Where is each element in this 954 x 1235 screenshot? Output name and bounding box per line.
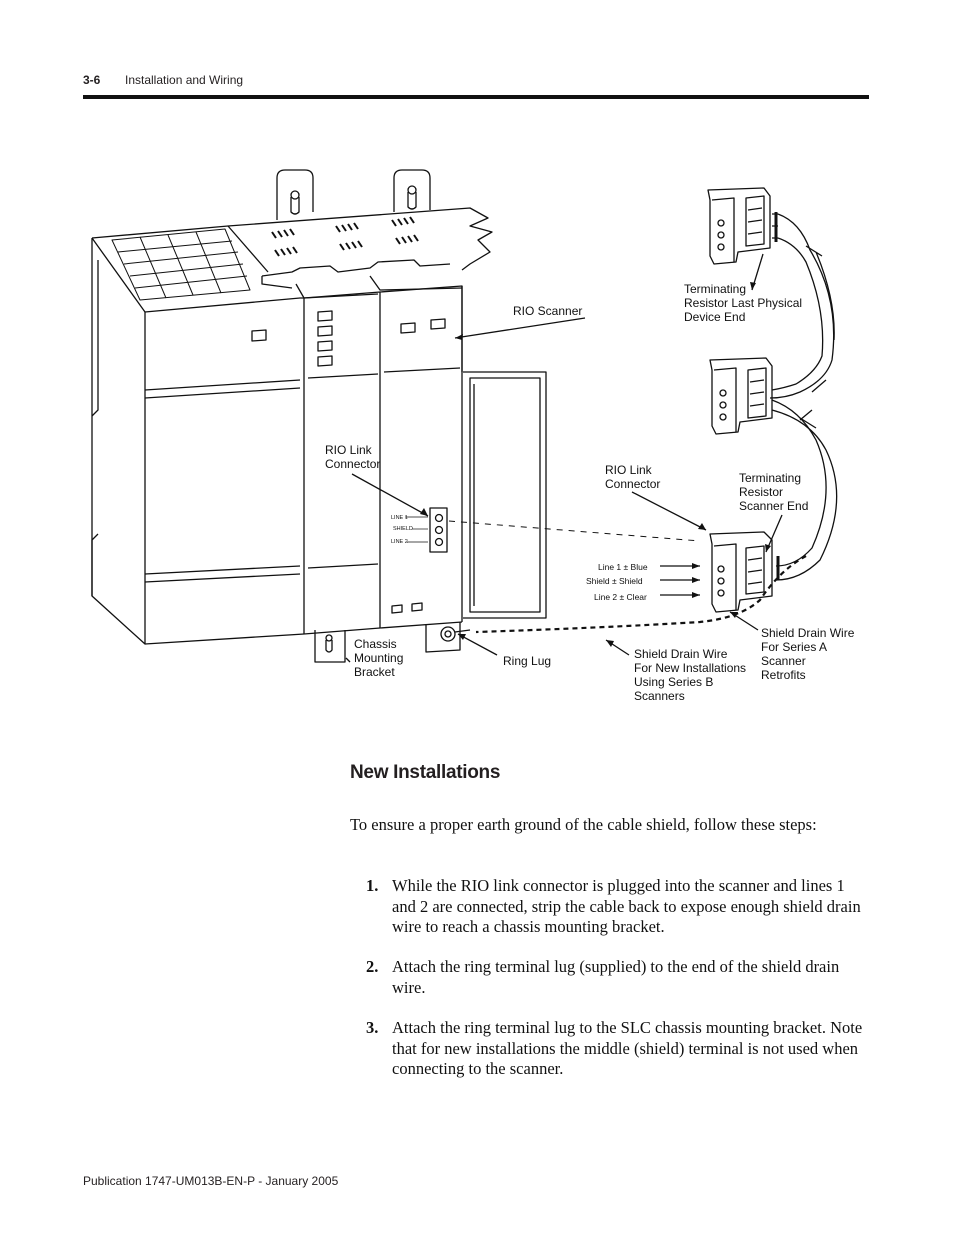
step-text: While the RIO link connector is plugged … <box>392 876 861 936</box>
label-shield: Shield ± Shield <box>586 576 643 586</box>
label-term-scanner-1: Terminating <box>739 471 801 485</box>
footer-publication: Publication 1747-UM013B-EN-P - January 2… <box>83 1174 339 1188</box>
panel-shield: SHIELD <box>393 526 413 532</box>
label-line2-clear: Line 2 ± Clear <box>594 592 647 602</box>
label-drain-a-1: Shield Drain Wire <box>761 626 855 640</box>
page-number: 3-6 <box>83 73 101 87</box>
panel-line1: LINE 1 <box>391 515 408 521</box>
header-rule <box>83 95 869 99</box>
label-drain-a-3: Scanner <box>761 654 806 668</box>
label-term-scanner-2: Resistor <box>739 485 783 499</box>
step-text: Attach the ring terminal lug to the SLC … <box>392 1018 863 1078</box>
label-ring-lug: Ring Lug <box>503 654 551 668</box>
label-rio-link-right-1: RIO Link <box>605 463 653 477</box>
panel-line2: LINE 2 <box>391 539 408 545</box>
label-term-scanner-3: Scanner End <box>739 499 808 513</box>
step-number: 2. <box>366 957 379 976</box>
intro-paragraph: To ensure a proper earth ground of the c… <box>350 815 817 834</box>
wiring-figure: RIO Scanner RIO Link Connector RIO Link … <box>91 169 855 703</box>
step-number: 3. <box>366 1018 379 1037</box>
label-drain-a-2: For Series A <box>761 640 827 654</box>
label-drain-b-3: Using Series B <box>634 675 713 689</box>
label-rio-scanner: RIO Scanner <box>513 304 582 318</box>
label-rio-link-right-2: Connector <box>605 477 660 491</box>
label-chassis-1: Chassis <box>354 637 397 651</box>
label-chassis-3: Bracket <box>354 665 395 679</box>
label-rio-link-left-1: RIO Link <box>325 443 373 457</box>
label-line1-blue: Line 1 ± Blue <box>598 562 648 572</box>
step-number: 1. <box>366 876 379 895</box>
label-term-last-3: Device End <box>684 310 745 324</box>
label-chassis-2: Mounting <box>354 651 403 665</box>
label-term-last-2: Resistor Last Physical <box>684 296 802 310</box>
step-text: Attach the ring terminal lug (supplied) … <box>392 957 840 997</box>
running-header: Installation and Wiring <box>125 73 244 87</box>
label-drain-b-1: Shield Drain Wire <box>634 647 728 661</box>
label-rio-link-left-2: Connector <box>325 457 380 471</box>
label-drain-b-2: For New Installations <box>634 661 746 675</box>
label-drain-b-4: Scanners <box>634 689 685 703</box>
label-drain-a-4: Retrofits <box>761 668 806 682</box>
label-term-last-1: Terminating <box>684 282 746 296</box>
section-title: New Installations <box>350 762 501 783</box>
